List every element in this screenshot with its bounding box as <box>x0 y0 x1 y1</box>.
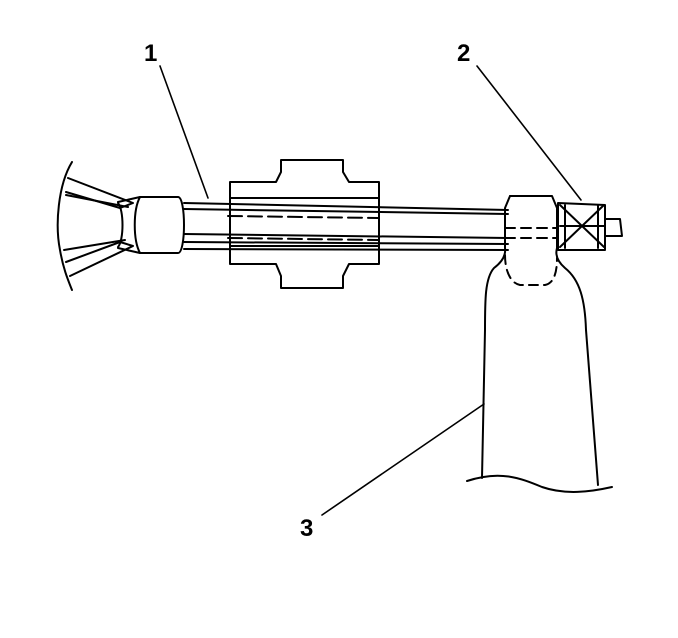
leader-lines <box>159 65 582 516</box>
shaft <box>183 202 509 251</box>
cross-block <box>229 159 380 289</box>
callout-3: 3 <box>300 515 314 542</box>
shaft-collar <box>117 196 185 254</box>
callout-2: 2 <box>457 40 471 67</box>
leader-line-1 <box>159 65 209 199</box>
leader-line-3 <box>321 403 485 516</box>
boot-end <box>56 161 134 291</box>
hex-nut <box>557 202 623 251</box>
holding-fixture <box>466 195 613 493</box>
callout-1: 1 <box>144 40 158 67</box>
leader-line-2 <box>476 65 582 201</box>
